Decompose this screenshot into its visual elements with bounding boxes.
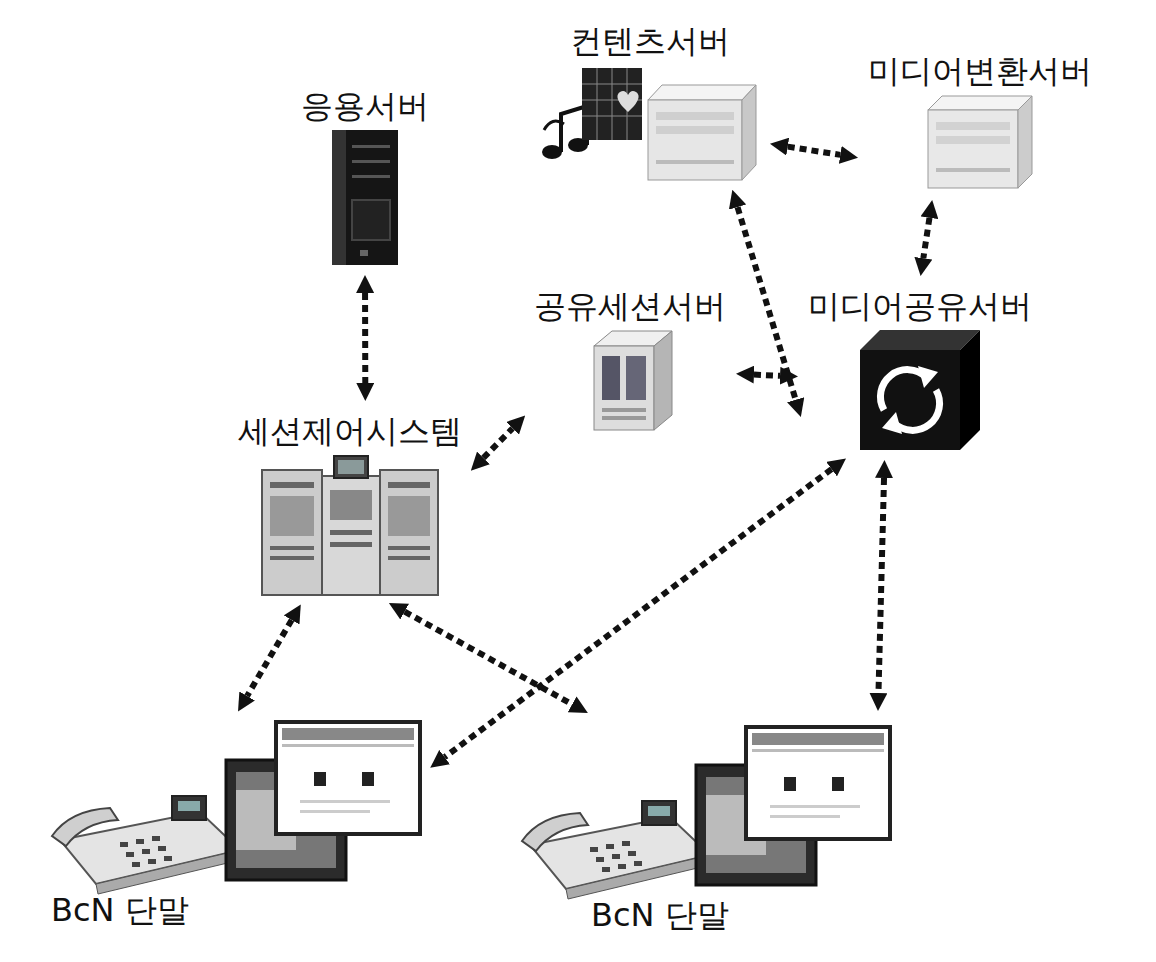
application-server-icon xyxy=(332,130,398,265)
dotted-connector xyxy=(445,469,832,757)
icon-slot xyxy=(588,330,673,430)
icon-slot xyxy=(328,130,403,265)
dotted-connector xyxy=(788,147,841,155)
server-node: 응용서버 xyxy=(295,80,435,271)
media-sharing-server-icon xyxy=(860,330,980,450)
server-label: 세션제어시스템 xyxy=(238,411,462,451)
dotted-connector xyxy=(878,478,884,693)
server-node: BcN 단말 xyxy=(45,715,427,936)
icon-slot xyxy=(521,721,891,891)
icon-slot xyxy=(260,455,440,595)
server-label: 공유세션서버 xyxy=(534,286,726,326)
server-node: 미디어공유서버 xyxy=(802,280,1038,456)
dotted-connector xyxy=(754,375,780,376)
dotted-connector xyxy=(247,620,292,696)
server-label: 컨텐츠서버 xyxy=(570,21,730,61)
server-label: BcN 단말 xyxy=(51,890,189,930)
dotted-connector xyxy=(483,428,512,458)
terminal-icon xyxy=(52,722,420,894)
server-node: 컨텐츠서버 xyxy=(534,15,766,186)
dotted-connector xyxy=(405,612,573,705)
icon-slot xyxy=(860,330,980,450)
icon-slot xyxy=(51,721,421,886)
server-node: BcN 단말 xyxy=(515,715,897,941)
dotted-connector xyxy=(738,207,796,400)
content-server-icon xyxy=(542,68,756,180)
server-node: 공유세션서버 xyxy=(528,280,732,436)
icon-slot xyxy=(928,95,1033,190)
icon-slot xyxy=(540,65,760,180)
dotted-connector xyxy=(923,218,929,259)
terminal-icon xyxy=(522,727,890,899)
dotted-connector xyxy=(362,293,368,383)
server-label: 미디어변환서버 xyxy=(868,51,1092,91)
server-label: 응용서버 xyxy=(301,86,429,126)
server-label: BcN 단말 xyxy=(521,895,729,935)
server-label: 미디어공유서버 xyxy=(808,286,1032,326)
server-node: 세션제어시스템 xyxy=(232,405,468,601)
server-node: 미디어변환서버 xyxy=(862,45,1098,196)
session-control-system-icon xyxy=(262,456,438,595)
shared-session-server-icon xyxy=(594,331,672,430)
media-conversion-server-icon xyxy=(928,96,1032,188)
